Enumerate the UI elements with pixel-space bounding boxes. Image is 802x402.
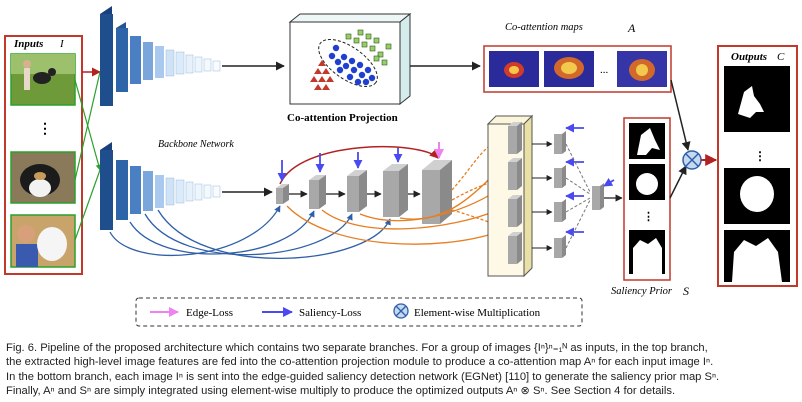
- caption-line-3: In the bottom branch, each image Iⁿ is s…: [6, 370, 720, 383]
- input-connectors: [74, 67, 102, 241]
- output-map-3: [724, 230, 790, 282]
- decoder-block-2: [309, 175, 326, 209]
- coatt-maps-panel: Co-attention maps A ...: [483, 21, 672, 93]
- caption-line-1: Fig. 6. Pipeline of the proposed archite…: [6, 342, 708, 354]
- skip-connections-blue: [109, 205, 391, 260]
- backbone-label: Backbone Network: [158, 139, 234, 150]
- saliency-prior-symbol: S: [683, 284, 689, 298]
- top-backbone: [100, 6, 221, 106]
- prior-to-mult-arrow: [669, 165, 687, 199]
- score-blocks: [532, 123, 623, 258]
- output-map-1: [724, 66, 790, 132]
- legend-edge-loss-label: Edge-Loss: [186, 307, 233, 319]
- caption-line-4: Finally, Aⁿ and Sⁿ are simply integrated…: [6, 384, 676, 397]
- coatt-projection-box: Co-attention Projection: [287, 12, 412, 124]
- fusion-block-1: [508, 122, 522, 154]
- figure-caption: Fig. 6. Pipeline of the proposed archite…: [6, 341, 798, 398]
- outputs-ellipsis: ⋮: [754, 149, 766, 163]
- inputs-symbol: I: [59, 38, 65, 50]
- maps-to-mult-arrow: [670, 79, 691, 151]
- inputs-label: Inputs: [13, 38, 43, 50]
- decoder-block-3: [347, 170, 367, 212]
- legend-saliency-loss-label: Saliency-Loss: [299, 307, 361, 319]
- coatt-map-2: [544, 51, 594, 87]
- pipeline-diagram: Inputs I ⋮: [4, 6, 798, 327]
- outputs-label: Outputs: [731, 51, 767, 63]
- saliency-prior-panel: ⋮ Saliency Prior S: [611, 117, 689, 298]
- decoder-block-4: [383, 164, 408, 217]
- fusion-block-4: [508, 232, 522, 264]
- bottom-backbone: Backbone Network: [100, 139, 234, 230]
- legend-multiply-label: Element-wise Multiplication: [414, 307, 541, 319]
- fusion-block-3: [508, 195, 522, 227]
- coatt-maps-label: Co-attention maps: [505, 22, 583, 33]
- decoder-saliency-arrows: [277, 148, 403, 182]
- input-image-3: [10, 214, 76, 268]
- coatt-projection-label: Co-attention Projection: [287, 112, 398, 124]
- legend-multiply-icon: [393, 303, 409, 319]
- saliency-prior-label: Saliency Prior: [611, 286, 673, 297]
- saliency-map-1: [629, 123, 665, 159]
- inputs-panel: Inputs I ⋮: [4, 35, 83, 275]
- input-image-2: [10, 151, 76, 204]
- edge-guidance-arc: [279, 146, 439, 185]
- decoder-block-1: [276, 184, 289, 204]
- coatt-maps-ellipsis: ...: [600, 64, 609, 76]
- decoder-blocks: [276, 160, 452, 224]
- saliency-map-3: [629, 230, 665, 274]
- outputs-panel: Outputs C ⋮: [717, 45, 798, 287]
- fusion-block-2: [508, 158, 522, 190]
- decoder-block-5: [422, 160, 452, 224]
- inputs-ellipsis: ⋮: [38, 122, 52, 137]
- saliency-map-2: [629, 164, 665, 200]
- caption-line-2: the extracted high-level image features …: [6, 356, 714, 369]
- elementwise-multiply-node: [682, 150, 702, 170]
- outputs-symbol: C: [777, 51, 785, 63]
- saliency-ellipsis: ⋮: [643, 211, 654, 223]
- input-image-1: [10, 53, 76, 106]
- legend: Edge-Loss Saliency-Loss Element-wise Mul…: [135, 297, 583, 327]
- coatt-map-3: [617, 51, 667, 87]
- output-map-2: [724, 168, 790, 224]
- coatt-maps-symbol: A: [627, 21, 636, 35]
- fusion-column: [486, 114, 534, 278]
- coatt-map-1: [489, 51, 539, 87]
